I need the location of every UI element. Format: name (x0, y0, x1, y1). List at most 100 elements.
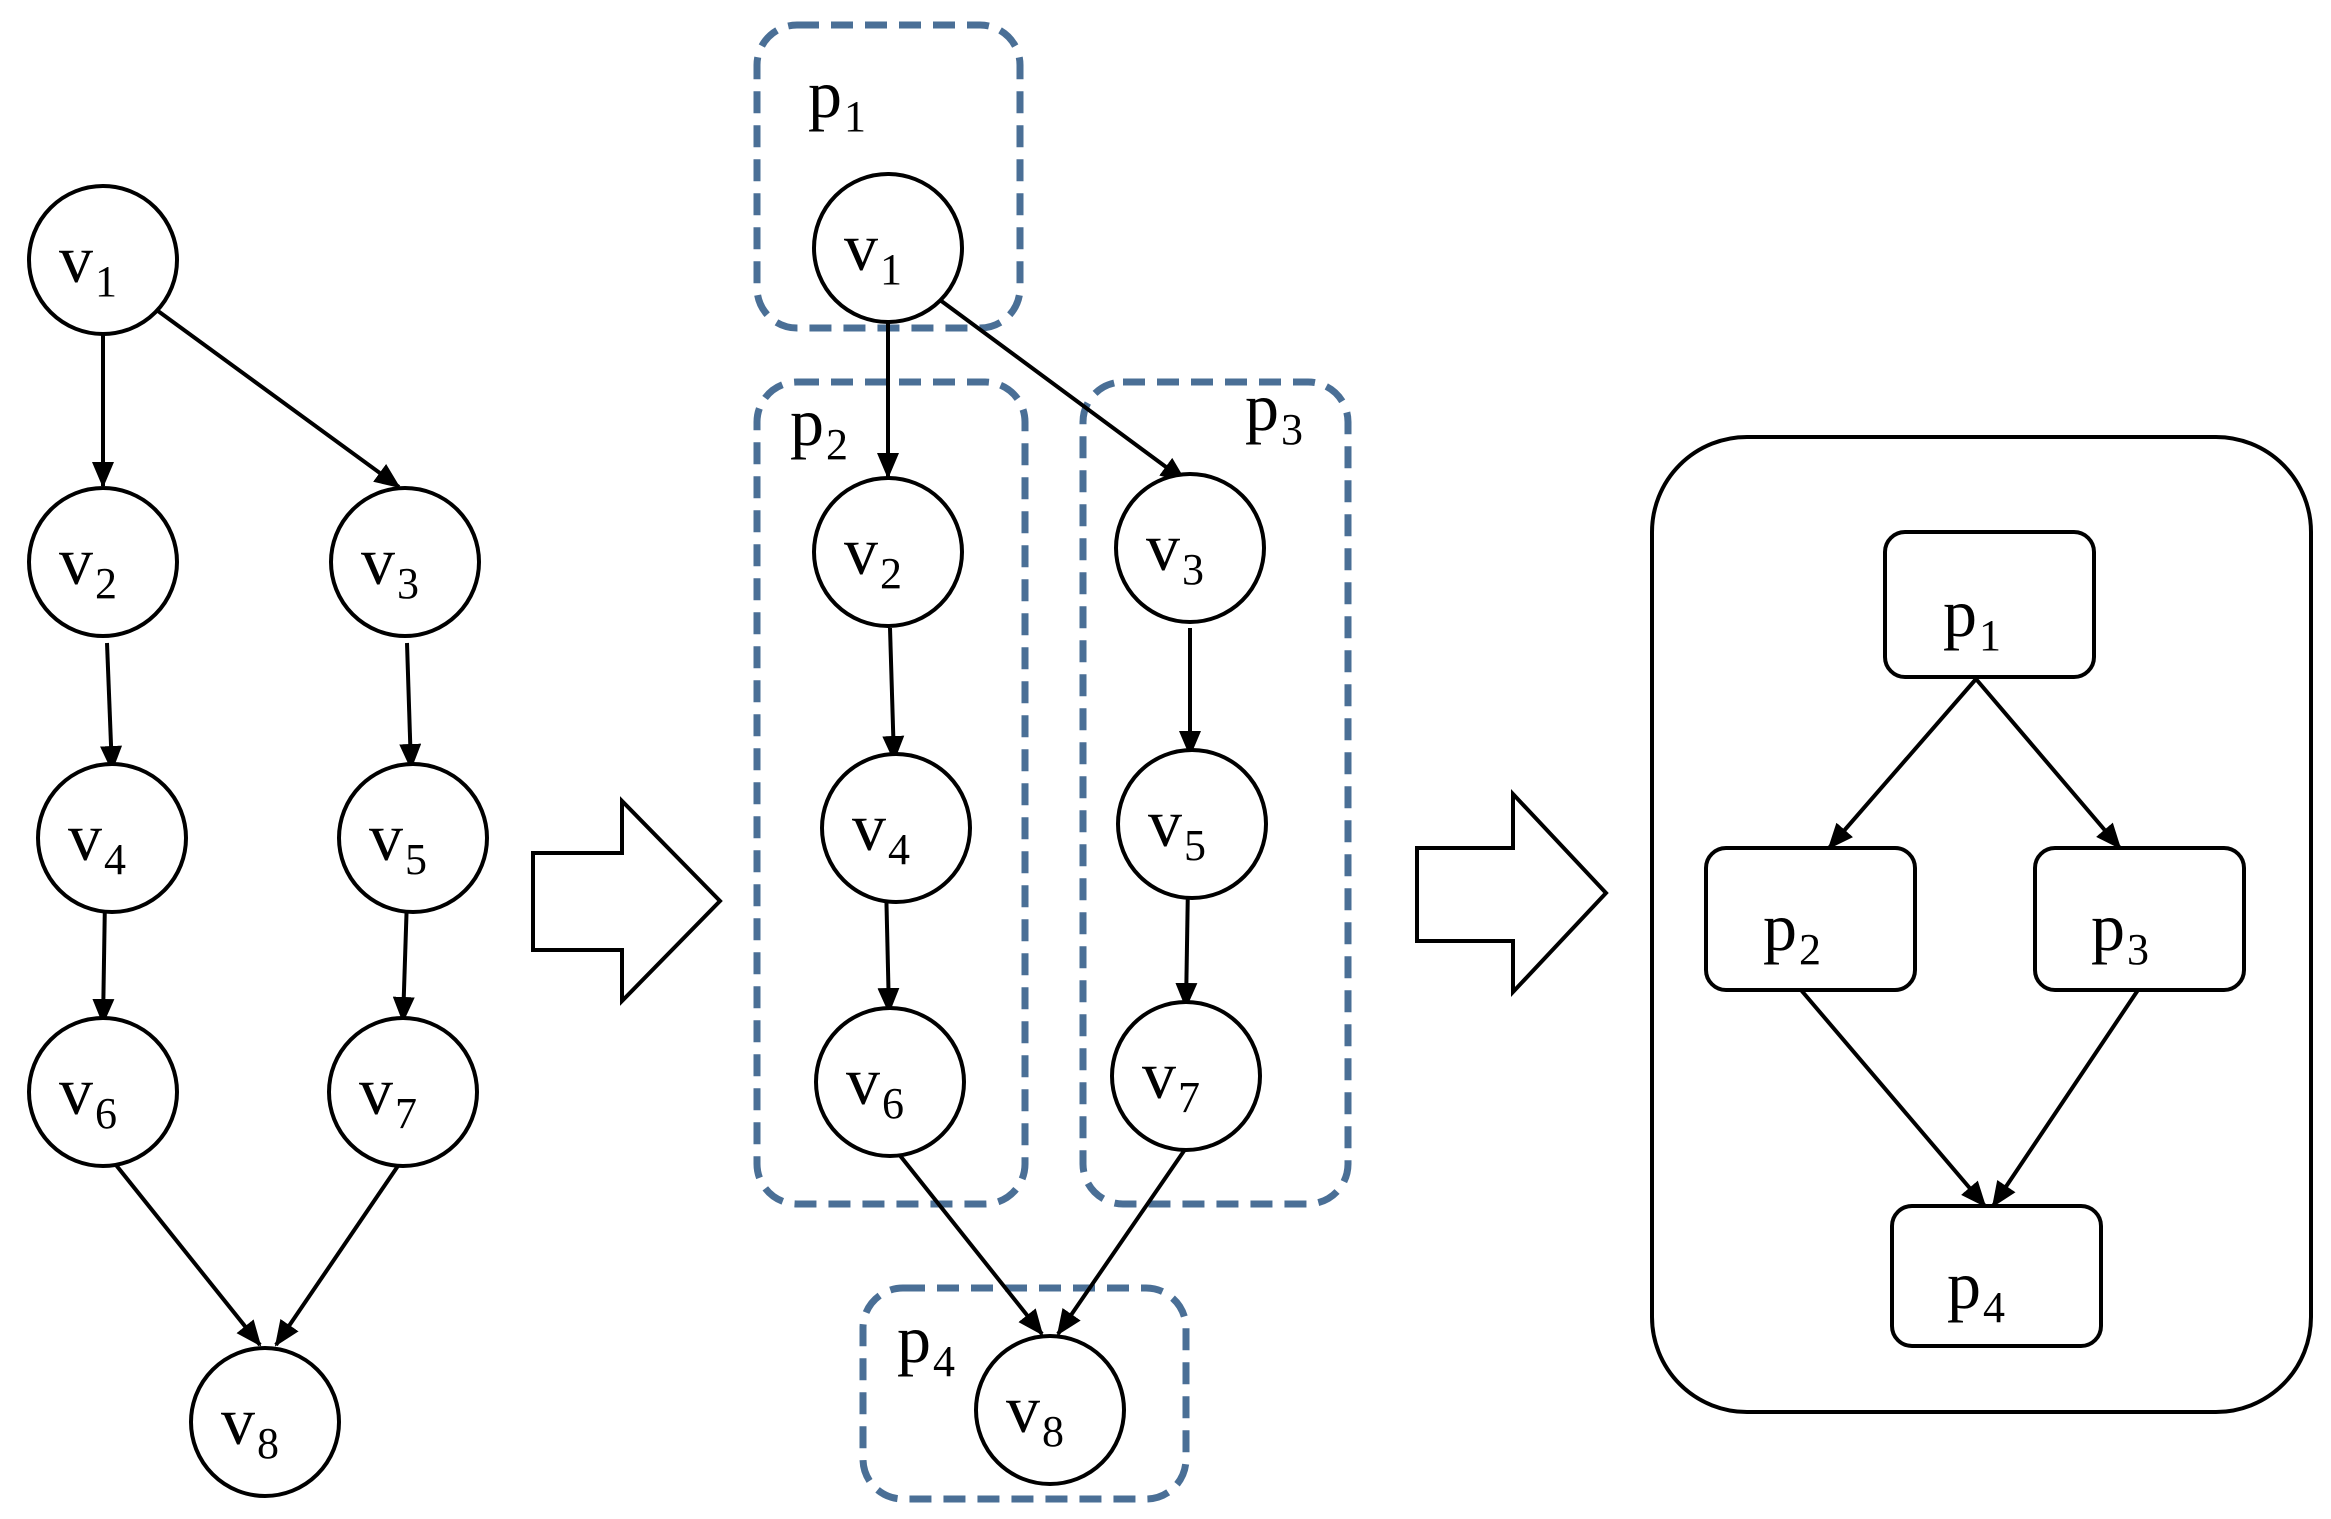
partition-label-p1: p1 (808, 56, 866, 141)
node-label: p (1763, 889, 1797, 965)
partitioned-node-v6: v6 (814, 1006, 966, 1158)
node-subscript: 2 (1799, 925, 1821, 974)
node-subscript: 5 (405, 835, 427, 884)
node-label: v (59, 523, 93, 599)
edge-v1-v3 (156, 309, 401, 489)
edge-p1-p2 (1827, 677, 1978, 850)
svg-text:p2: p2 (1763, 889, 1821, 974)
partition-dag-node-p1: p1 (1883, 530, 2096, 679)
original-edges (92, 309, 422, 1347)
partitioned-node-v8: v8 (974, 1334, 1126, 1486)
partitioned-node-v1: v1 (812, 172, 964, 324)
svg-text:v4: v4 (68, 799, 126, 884)
partition-dag-node-p2: p2 (1704, 846, 1917, 992)
svg-text:v7: v7 (1142, 1037, 1200, 1122)
node-subscript: 7 (395, 1089, 417, 1138)
partition-label-p4: p4 (897, 1301, 955, 1386)
partition-dag: p1 p2 p3 p4 (1650, 435, 2313, 1414)
svg-text:v3: v3 (1146, 509, 1204, 594)
original-node-v4: v4 (36, 762, 188, 914)
node-label: v (68, 799, 102, 875)
partition-dag-node-p4: p4 (1890, 1204, 2103, 1348)
partition-dag-node-p3: p3 (2033, 846, 2246, 992)
node-label: v (1142, 1037, 1176, 1113)
svg-text:p1: p1 (1943, 575, 2001, 660)
partition-box-p2 (753, 378, 1029, 1208)
node-label: v (59, 1053, 93, 1129)
svg-text:v6: v6 (846, 1043, 904, 1128)
node-label: v (59, 221, 93, 297)
partition-dag-edges (1799, 677, 2140, 1208)
edge-v4-v6 (877, 882, 900, 1014)
node-subscript: 1 (95, 257, 117, 306)
node-label: v (221, 1383, 255, 1459)
partition-label-p3: p3 (1245, 369, 1303, 454)
transform-arrow-1 (531, 796, 723, 1006)
edge-v7-v8 (1056, 1146, 1188, 1336)
partitioned-node-v2: v2 (812, 476, 964, 628)
edge-v6-v8 (110, 1158, 262, 1347)
node-subscript: 4 (104, 835, 126, 884)
node-subscript: 3 (1182, 545, 1204, 594)
transform-arrow-2 (1415, 788, 1609, 998)
partitioned-node-v3: v3 (1114, 472, 1266, 624)
node-label: p (1947, 1247, 1981, 1323)
edge-v3-v5 (399, 642, 422, 770)
svg-text:v2: v2 (59, 523, 117, 608)
original-node-v1: v1 (27, 184, 179, 336)
edge-v4-v6 (92, 897, 115, 1025)
node-subscript: 7 (1178, 1073, 1200, 1122)
svg-text:v1: v1 (59, 221, 117, 306)
node-subscript: 1 (880, 245, 902, 294)
node-label: v (361, 523, 395, 599)
partitioned-node-v5: v5 (1116, 748, 1268, 900)
svg-text:v5: v5 (369, 799, 427, 884)
node-subscript: 5 (1184, 821, 1206, 870)
node-label: v (844, 513, 878, 589)
partition-box-p3 (1079, 378, 1352, 1208)
node-subscript: 2 (95, 559, 117, 608)
node-subscript: 6 (882, 1079, 904, 1128)
node-label: p (2091, 889, 2125, 965)
node-subscript: 2 (880, 549, 902, 598)
original-node-v5: v5 (337, 762, 489, 914)
original-graph: v1 v2 v3 v4 v5 v6 v7 v8 (27, 184, 489, 1498)
partitioned-edges (877, 298, 1201, 1336)
edge-p3-p4 (1991, 988, 2140, 1208)
svg-text:v8: v8 (221, 1383, 279, 1468)
node-label: v (359, 1053, 393, 1129)
partition-box-p4 (859, 1284, 1190, 1503)
node-label: v (1148, 785, 1182, 861)
partitioned-graph: p1 p2 p3 p4 v1 v2 v3 v4 (753, 21, 1352, 1503)
node-subscript: 6 (95, 1089, 117, 1138)
edge-v6-v8 (892, 1146, 1044, 1336)
node-label: v (846, 1043, 880, 1119)
node-label: p (1943, 575, 1977, 651)
svg-text:v1: v1 (844, 209, 902, 294)
node-label: v (369, 799, 403, 875)
svg-text:v7: v7 (359, 1053, 417, 1138)
svg-text:p4: p4 (1947, 1247, 2005, 1332)
node-subscript: 4 (1983, 1283, 2005, 1332)
edge-v1-v3 (938, 298, 1187, 483)
edge-v5-v7 (1175, 882, 1198, 1009)
svg-text:v5: v5 (1148, 785, 1206, 870)
svg-text:v2: v2 (844, 513, 902, 598)
svg-text:v8: v8 (1006, 1371, 1064, 1456)
node-label: v (1146, 509, 1180, 585)
node-label: v (844, 209, 878, 285)
node-subscript: 3 (2127, 925, 2149, 974)
edge-v5-v7 (392, 897, 415, 1023)
edge-p2-p4 (1799, 988, 1987, 1208)
original-node-v7: v7 (327, 1016, 479, 1168)
node-label: v (1006, 1371, 1040, 1447)
original-node-v8: v8 (189, 1346, 341, 1498)
node-label: v (852, 789, 886, 865)
node-subscript: 1 (1979, 611, 2001, 660)
edge-v2-v4 (882, 627, 905, 762)
node-subscript: 8 (1042, 1407, 1064, 1456)
node-subscript: 3 (397, 559, 419, 608)
node-subscript: 4 (888, 825, 910, 874)
partitioned-node-v7: v7 (1110, 1000, 1262, 1152)
